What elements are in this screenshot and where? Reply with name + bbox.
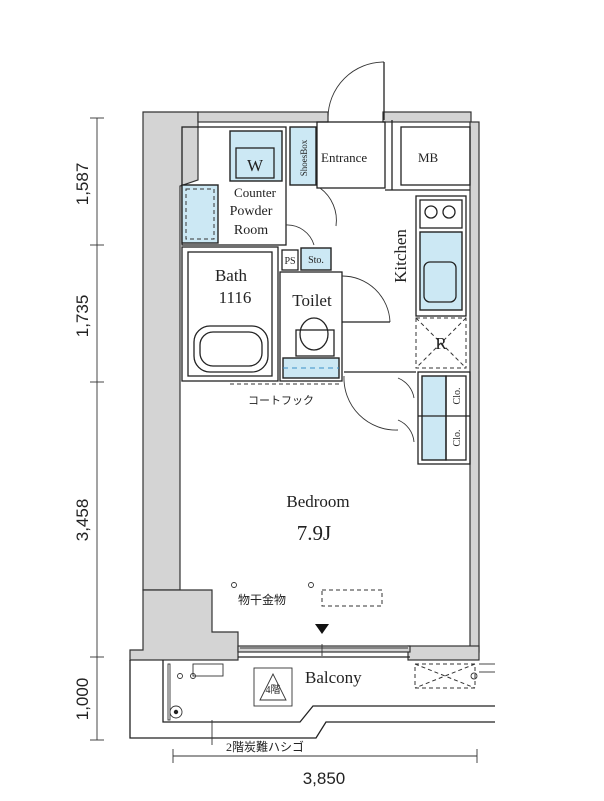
dim-left-3: 3,458 [73,499,92,542]
kitchen-area [415,195,467,369]
balcony-area [129,660,495,739]
powder-room [181,126,315,246]
bottom-dimension-line [172,749,478,763]
shoes-box-label: ShoesBox [299,139,309,176]
balcony-window [240,644,408,656]
bath-room [181,246,279,382]
powder-room-label: Room [234,223,268,238]
powder-door-swing [319,187,337,227]
hanger-label: 物干金物 [238,592,286,607]
left-dimension-line [90,117,104,741]
coat-hook-label: コートフック [248,394,314,407]
balcony-label: Balcony [305,668,362,687]
refrigerator-label: R [435,334,447,353]
dim-left-2: 1,735 [73,295,92,338]
kitchen-label: Kitchen [391,229,410,283]
toilet-label: Toilet [292,291,332,310]
sto-label: Sto. [308,255,324,266]
hatch-label: 4階 [266,684,281,696]
dim-left-1: 1,587 [73,163,92,206]
bath-label: Bath [215,266,248,285]
closet-label-2: Clo. [452,430,463,447]
counter-label: Counter [234,185,277,200]
dim-bottom: 3,850 [303,769,346,788]
bedroom-label: Bedroom [286,492,349,511]
w-label: W [247,156,264,175]
ps-box [281,249,299,271]
powder-label: Powder [230,204,273,219]
entrance-label: Entrance [321,150,367,165]
entry-arrow-icon [315,624,329,634]
entrance-zone [316,61,471,191]
closet-label-1: Clo. [452,388,463,405]
bath-size-label: 1116 [219,288,252,307]
dim-left-4: 1,000 [73,678,92,721]
mb-label: MB [418,150,439,165]
ladder-label: 2階炭難ハシゴ [226,739,304,754]
ps-label: PS [284,256,295,267]
bedroom-size-label: 7.9J [297,521,331,545]
storage-box [300,247,332,271]
shoes-box [289,126,317,186]
closet-area [343,371,471,465]
clothes-hanger [231,582,383,607]
toilet-room [279,271,391,382]
